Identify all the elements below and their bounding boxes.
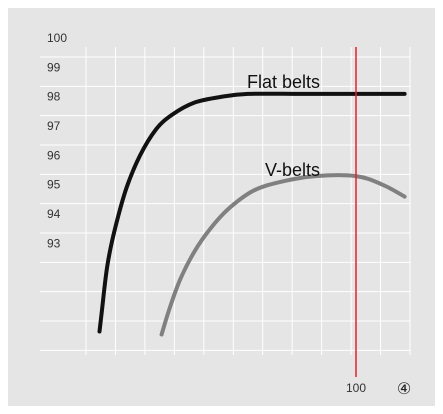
- y-tick-label: 99: [47, 60, 61, 74]
- series-line-flat-belts: [97, 91, 407, 334]
- x-tick-label: 100: [346, 381, 366, 395]
- series-label-flat-belts: Flat belts: [247, 72, 320, 92]
- y-tick-label: 100: [47, 31, 67, 45]
- chart-panel: [8, 8, 435, 406]
- y-tick-label: 95: [47, 178, 61, 192]
- series-line-v-belts: [159, 173, 407, 337]
- y-tick-label: 94: [47, 207, 61, 221]
- y-tick-labels: 100 99 98 97 96 95 94 93: [47, 31, 67, 250]
- y-tick-label: 93: [47, 236, 61, 250]
- x-tick-labels: 100: [346, 381, 366, 395]
- series-lines: [97, 91, 407, 337]
- y-tick-label: 97: [47, 119, 61, 133]
- grid: [40, 47, 411, 355]
- y-tick-label: 98: [47, 90, 61, 104]
- y-tick-label: 96: [47, 148, 61, 162]
- figure-number-badge: ④: [397, 381, 411, 398]
- series-label-v-belts: V-belts: [265, 160, 320, 180]
